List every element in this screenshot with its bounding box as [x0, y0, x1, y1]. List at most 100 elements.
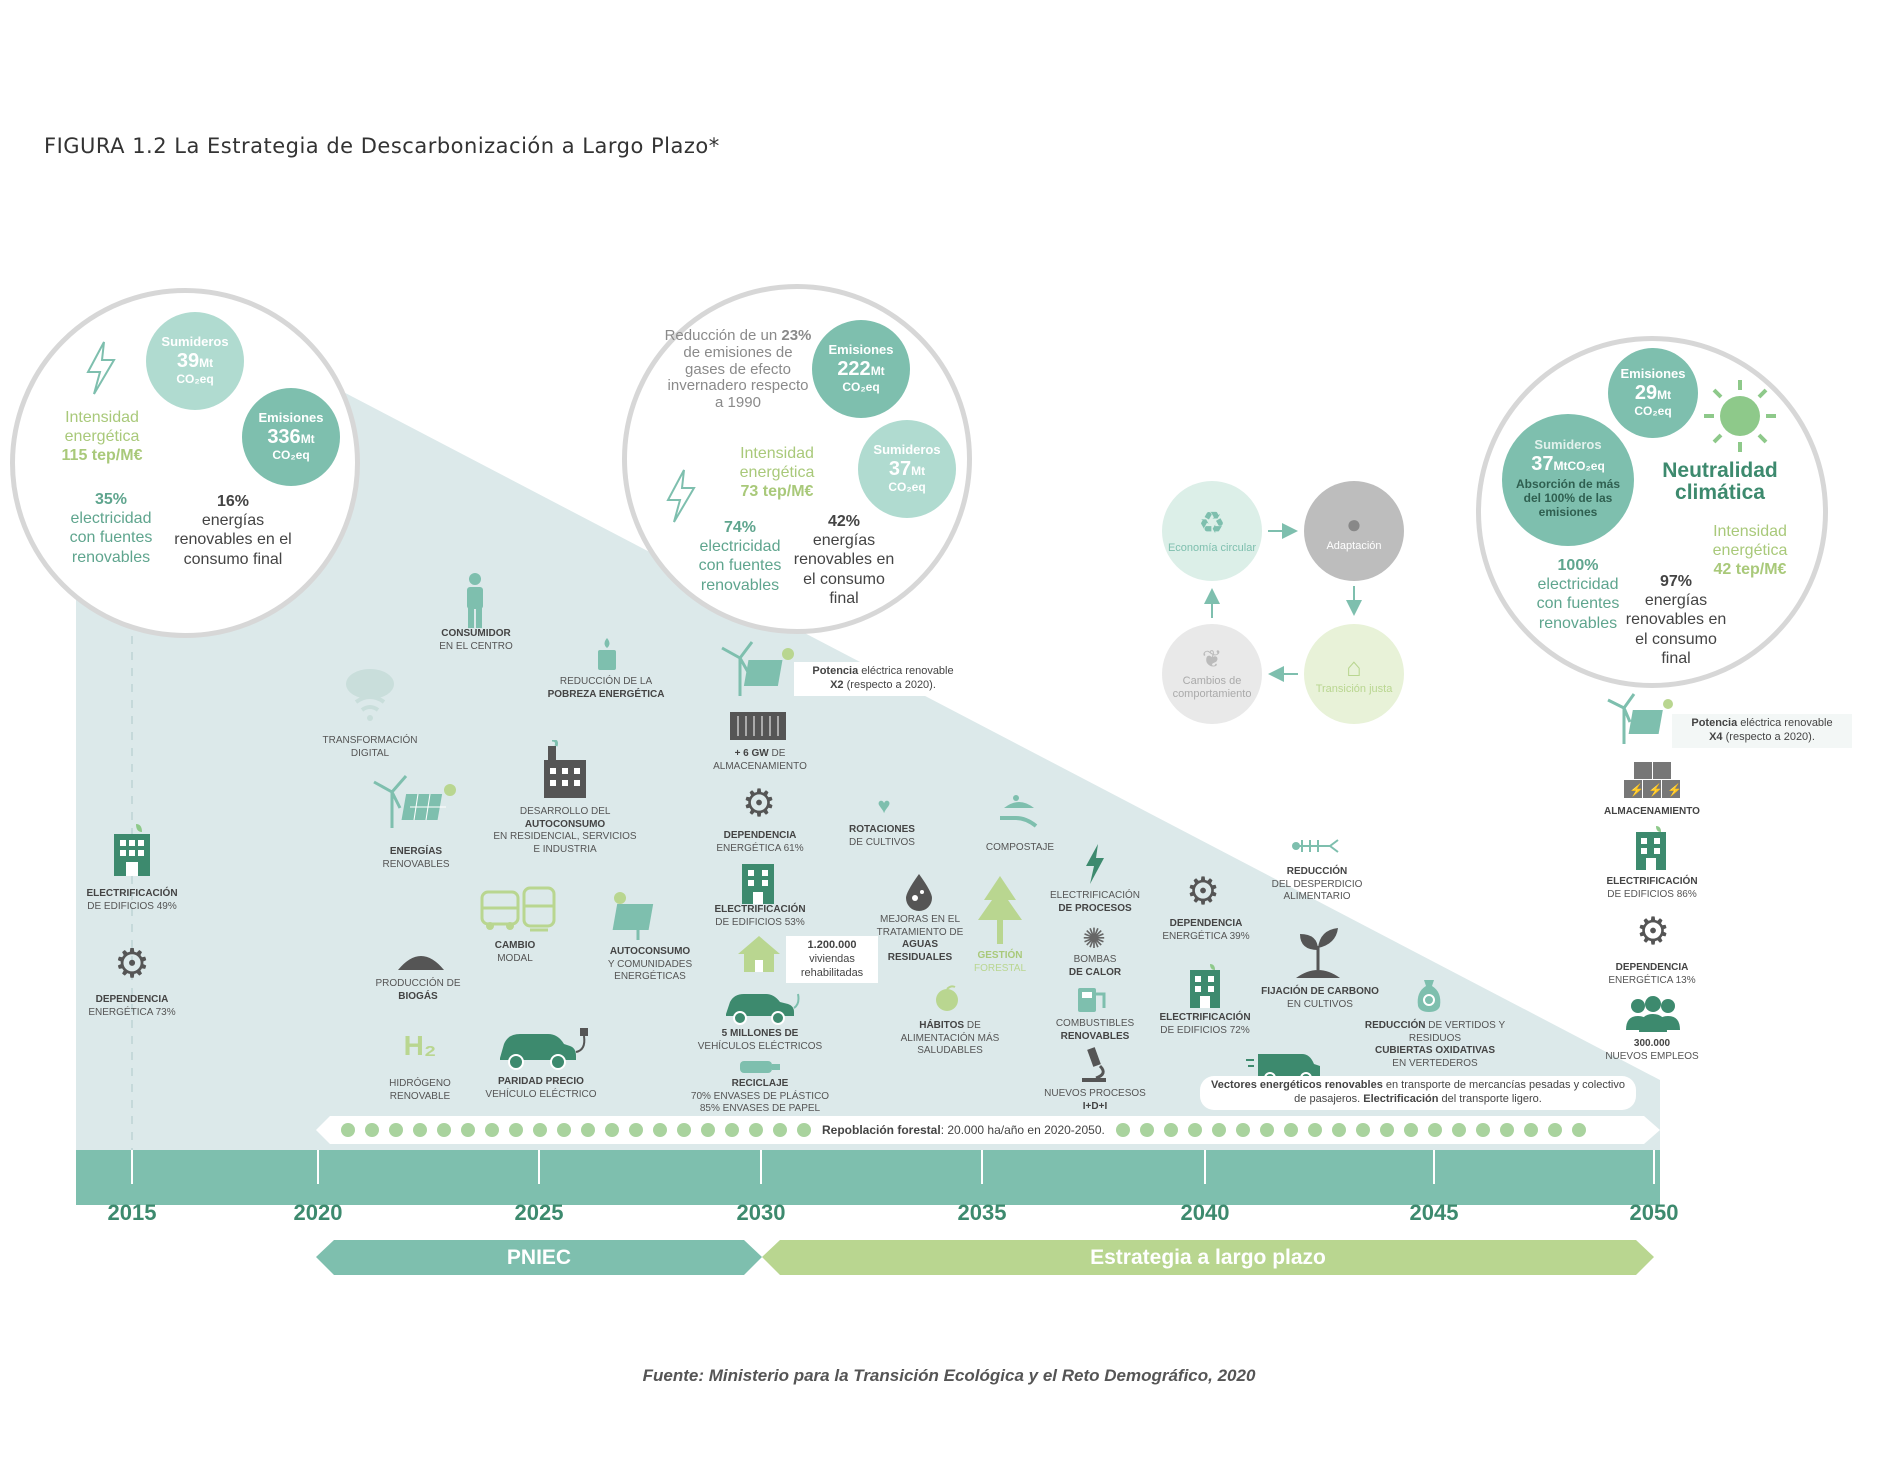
item-text: ENERGÉTICA 61% [716, 842, 804, 854]
item-bold: CUBIERTAS OXIDATIVAS [1374, 1045, 1495, 1056]
gears-icon: ⚙ [741, 782, 777, 825]
renovables-text: energías renovables en el consumo final [174, 512, 292, 568]
item-bold: DEPENDENCIA [1169, 918, 1243, 929]
tick-2015 [131, 1150, 133, 1184]
bottle-icon [738, 1058, 782, 1076]
electricidad-value: 100% [1557, 557, 1599, 574]
phase-largo-plazo: Estrategia a largo plazo [1090, 1245, 1326, 1269]
item-text: BOMBAS [1073, 954, 1117, 965]
item-bold: AUTOCONSUMO [524, 818, 606, 830]
year-label: 2045 [1409, 1200, 1459, 1225]
item-bold: REDUCCIÓN [1364, 1020, 1426, 1031]
item-text: DE CULTIVOS [849, 836, 915, 848]
bubble-value: 336Mt [267, 426, 314, 449]
lightning-filled-icon [1082, 842, 1108, 886]
gears-icon: ⚙ [1185, 870, 1221, 913]
callout-vectores: Vectores energéticos renovables en trans… [1200, 1076, 1636, 1110]
candle-icon [592, 636, 622, 672]
source-note: Fuente: Ministerio para la Transición Ec… [642, 1366, 1256, 1385]
emisiones-2030-bubble: Emisiones 222Mt CO₂eq [812, 320, 910, 418]
item-bold: AGUAS RESIDUALES [887, 939, 953, 963]
tick-2020 [317, 1150, 319, 1184]
item-bold: REDUCCIÓN [1286, 866, 1348, 877]
reduccion-2030: Reducción de un 23% de emisiones de gase… [664, 327, 812, 412]
item-bold: I+D+i [1082, 1100, 1108, 1112]
bubble-unit: CO₂eq [888, 480, 926, 495]
reduccion-text: de emisiones de gases de efecto invernad… [667, 343, 809, 412]
year-label: 2030 [736, 1200, 786, 1225]
bubble-title: Sumideros [1534, 437, 1602, 453]
timeline-bar [76, 1150, 1660, 1205]
item-bold: DE PROCESOS [1058, 902, 1132, 914]
item-text: FORESTAL [973, 962, 1027, 974]
item-bold: HÁBITOS [919, 1020, 965, 1031]
electricidad-text: electricidad con fuentes renovables [69, 510, 153, 566]
item-text: ENERGÉTICA 73% [88, 1006, 176, 1018]
tree-icon [974, 874, 1026, 946]
node-label: Adaptación [1326, 540, 1382, 552]
heat-pump-icon: ✺ [1082, 922, 1106, 954]
tick-2050 [1653, 1150, 1655, 1184]
item-bold: ELECTRIFICACIÓN [1159, 1012, 1251, 1023]
bubble-unit: CO₂eq [1634, 404, 1672, 419]
item-bold: RECICLAJE [731, 1078, 789, 1089]
intensidad-value: 42 tep/M€ [1713, 561, 1787, 579]
item-text: DE EDIFICIOS 49% [87, 900, 177, 912]
bubble-value: 29Mt [1635, 382, 1671, 405]
electricidad-2050: 100% electricidad con fuentes renovables [1528, 556, 1628, 633]
bubble-value: 37MtCO₂eq [1531, 453, 1605, 476]
node-label: Cambios de comportamiento [1172, 675, 1252, 701]
repoblacion-band [316, 1116, 1660, 1144]
item-bold: ELECTRIFICACIÓN [714, 904, 806, 915]
bubble-value: 222Mt [837, 358, 884, 381]
wind-solar-icon [1604, 692, 1676, 746]
value-unit: Mt [870, 364, 885, 379]
tree-icons-right [1111, 1121, 1591, 1139]
item-bold: PARIDAD PRECIO [498, 1076, 584, 1087]
reduccion-pct: 23% [781, 327, 812, 344]
repoblacion-row: Repoblación forestal: 20.000 ha/año en 2… [336, 1118, 1642, 1142]
wind-solar-icon [716, 640, 796, 698]
svg-text:⚡: ⚡ [1648, 783, 1663, 797]
transicion-justa-node: ⌂ Transición justa [1304, 624, 1404, 724]
sumideros-2030-bubble: Sumideros 37Mt CO₂eq [858, 420, 956, 518]
item-bold: 1.200.000 [807, 939, 857, 951]
item-text: MEJORAS EN EL TRATAMIENTO DE [876, 914, 964, 938]
emisiones-2050-bubble: Emisiones 29Mt CO₂eq [1608, 348, 1698, 438]
renovables-value: 16% [216, 493, 250, 510]
year-label: 2040 [1180, 1200, 1230, 1225]
item-bold: POBREZA ENERGÉTICA [547, 688, 665, 700]
node-label: Transición justa [1315, 683, 1393, 695]
largo-plazo-arrow [762, 1240, 1654, 1275]
item-bold: Electrificación [1363, 1092, 1439, 1105]
compost-hand-icon [996, 790, 1042, 832]
item-almacenamiento-2030: + 6 GW DE ALMACENAMIENTO [700, 748, 820, 773]
item-text: eléctrica renovable [1740, 717, 1833, 729]
value-unit: MtCO₂eq [1553, 459, 1605, 474]
item-bold: DE CALOR [1068, 966, 1122, 978]
economia-circular-node: ♻ Economía circular [1162, 481, 1262, 581]
bubble-title: Emisiones [828, 342, 894, 358]
item-text: en transporte de mercancías pesadas y co… [1294, 1079, 1625, 1105]
item-bold: DEPENDENCIA [95, 994, 169, 1005]
item-bold: DEPENDENCIA [1615, 962, 1689, 973]
year-label: 2015 [107, 1200, 157, 1225]
cycle-arrows [1204, 523, 1362, 682]
bubble-title: Emisiones [1620, 366, 1686, 382]
intensidad-value: 115 tep/M€ [61, 447, 143, 465]
item-bold: Potencia [812, 665, 859, 677]
adaptacion-node: ● Adaptación [1304, 481, 1404, 581]
wind-solar-icon [370, 772, 460, 830]
item-compostaje: COMPOSTAJE [985, 842, 1055, 853]
tick-2030 [760, 1150, 762, 1184]
